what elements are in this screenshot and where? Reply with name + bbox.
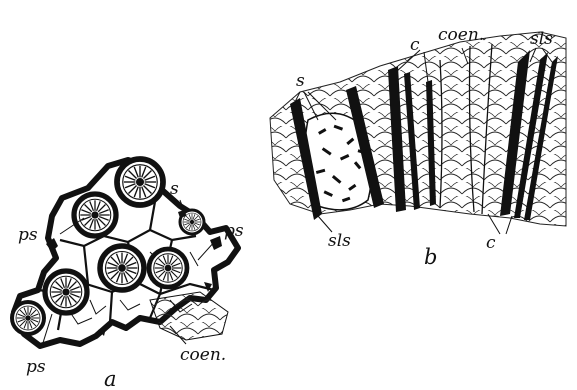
label-c-top: c (410, 35, 420, 55)
panel-b-drawing (270, 32, 566, 234)
label-coen-b: coen. (438, 25, 484, 45)
label-coen-a: coen. (180, 345, 226, 365)
panel-a-coenosteum (150, 292, 228, 340)
panel-b-label: b (424, 245, 437, 269)
label-s-b: s (296, 71, 305, 91)
corallite (45, 271, 87, 313)
panel-a-drawing (12, 159, 238, 346)
label-ps-right: ps (224, 221, 244, 241)
corallite (74, 194, 116, 236)
corallite (100, 246, 144, 290)
label-s-a: s (170, 179, 179, 199)
label-ps-left: ps (18, 225, 38, 245)
corallite (117, 159, 163, 205)
corallite (12, 302, 44, 334)
label-sls-bottom: sls (328, 231, 351, 251)
label-ps-bottom: ps (26, 357, 46, 377)
label-c-bottom: c (486, 233, 496, 253)
corallite (149, 249, 187, 287)
label-sls-top: sls (530, 29, 553, 49)
panel-a-label: a (104, 367, 117, 390)
